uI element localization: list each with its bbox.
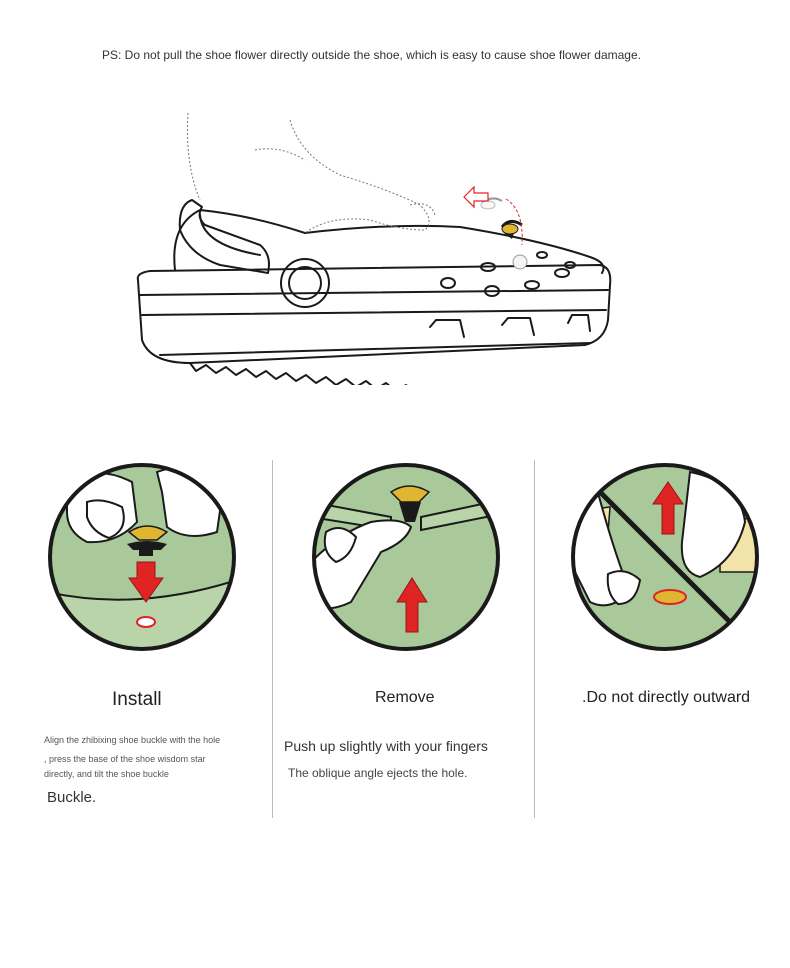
install-line-3: directly, and tilt the shoe buckle xyxy=(44,769,169,779)
install-line-1: Align the zhibixing shoe buckle with the… xyxy=(44,735,221,745)
divider xyxy=(272,460,273,818)
install-illustration xyxy=(48,463,236,651)
divider xyxy=(534,460,535,818)
remove-line-1: Push up slightly with your fingers xyxy=(284,738,488,754)
step-title-remove: Remove xyxy=(375,689,435,706)
install-line-2: , press the base of the shoe wisdom star xyxy=(44,754,206,764)
remove-illustration xyxy=(312,463,500,651)
warning-note: PS: Do not pull the shoe flower directly… xyxy=(102,48,641,62)
shoe-illustration xyxy=(136,112,612,385)
install-tail: Buckle. xyxy=(47,789,97,806)
remove-line-2: The oblique angle ejects the hole. xyxy=(288,766,468,780)
step-title-install: Install xyxy=(112,689,162,710)
do-not-illustration xyxy=(571,463,759,651)
step-title-do-not: .Do not directly outward xyxy=(582,689,751,706)
